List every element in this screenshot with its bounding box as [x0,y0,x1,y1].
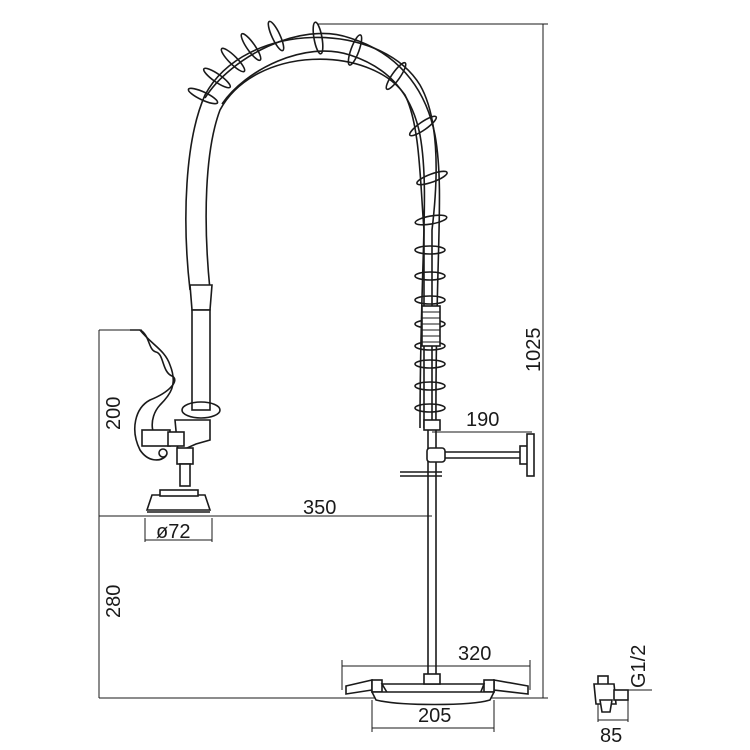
riser-pipe [427,428,437,675]
dimension-reach: 350 [303,497,336,519]
hook-arm [400,471,442,477]
spring-coil [187,20,448,431]
inlet-fitting [593,675,629,713]
dimension-inlet-thread: G1/2 [628,645,650,688]
dimension-spray-head-diameter: ø72 [156,521,190,543]
flexible-hose [185,36,437,428]
wall-mount [345,673,529,706]
dimension-wall-mount-width: 320 [458,643,491,665]
spray-head [130,284,221,513]
dimension-spray-handle-height: 200 [103,397,125,430]
dimension-height-total: 1025 [523,328,545,373]
dimension-spray-mount-height: 280 [103,585,125,618]
wall-bracket [426,433,535,477]
dimension-inlet-depth: 85 [600,725,622,747]
dimension-wall-bracket-offset: 190 [466,409,499,431]
dimension-labels: 1025 200 280 350 ø72 190 320 205 85 G1/2 [103,328,650,748]
dimension-lines [98,23,652,732]
dimension-inlet-spacing: 205 [418,705,451,727]
